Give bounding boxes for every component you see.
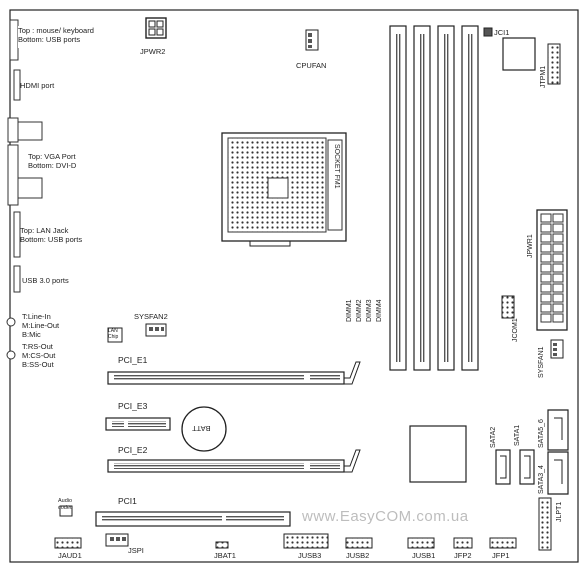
jfp2-header (453, 537, 473, 549)
jpwr2-label: JPWR2 (140, 47, 166, 56)
cmos-battery (181, 406, 227, 452)
jci1-label: JCI1 (494, 28, 510, 37)
sata1-label: SATA1 (514, 424, 521, 446)
dimm-slots (389, 25, 479, 371)
jusb1-header (407, 537, 435, 549)
jaud1-label: JAUD1 (58, 551, 82, 560)
sata34-label: SATA3_4 (538, 465, 545, 494)
jfp1-label: JFP1 (492, 551, 510, 560)
pci-e3-label: PCI_E3 (118, 401, 148, 411)
dimm1-label: DIMM1 (346, 299, 353, 322)
jtpm1-header (547, 43, 561, 85)
ps2-usb-label-box: Top : mouse/ keyboard Bottom: USB ports (18, 26, 106, 48)
jusb3-header (283, 533, 329, 549)
sata-connectors (495, 409, 569, 495)
pci1-label: PCI1 (118, 496, 137, 506)
jusb1-label: JUSB1 (412, 551, 436, 560)
pci-e1-slot (107, 361, 361, 385)
chipset (409, 425, 467, 483)
io-chip (502, 37, 536, 71)
hdmi-label: HDMI port (20, 81, 55, 90)
jtpm1-label: JTPM1 (540, 65, 547, 88)
sysfan1-label: SYSFAN1 (538, 346, 545, 378)
jfp2-label: JFP2 (454, 551, 472, 560)
jbat1-label: JBAT1 (214, 551, 236, 560)
cpufan-label: CPUFAN (296, 61, 327, 70)
audio-1-label: T:Line-In M:Line-Out B:Mic (22, 312, 60, 339)
vga-dvi-label: Top: VGA Port Bottom: DVI-D (28, 152, 77, 170)
pci-e2-slot (107, 449, 361, 473)
jusb2-header (345, 537, 373, 549)
pci1-slot (95, 511, 291, 527)
jlpt1-header (538, 497, 552, 551)
dvi-port (7, 144, 19, 206)
audio-codec-chip (59, 505, 73, 517)
jpwr1-label: JPWR1 (527, 234, 534, 258)
pci-e3-slot (105, 417, 171, 431)
dimm4-label: DIMM4 (376, 299, 383, 322)
audio-jack-2 (6, 350, 16, 360)
usb3-label: USB 3.0 ports (22, 276, 69, 285)
dimm3-label: DIMM3 (366, 299, 373, 322)
jusb2-label: JUSB2 (346, 551, 370, 560)
jfp1-header (489, 537, 517, 549)
socket-label: SOCKET FM1 (333, 144, 340, 189)
jcom1-header (501, 295, 515, 319)
dimm2-label: DIMM2 (356, 299, 363, 322)
board-outline (9, 9, 579, 563)
sysfan2-label: SYSFAN2 (134, 312, 168, 321)
jaud1-header (54, 537, 82, 549)
pci-e1-label: PCI_E1 (118, 355, 148, 365)
jusb3-label: JUSB3 (298, 551, 322, 560)
jspi-label: JSPI (128, 546, 144, 555)
audio-codec-label: Audio codec (58, 498, 73, 511)
jbat1-header (215, 541, 229, 549)
watermark: www.EasyCOM.com.ua (302, 508, 469, 525)
sata56-label: SATA5_6 (538, 419, 545, 448)
usb3-port (13, 265, 21, 293)
lan-chip (107, 327, 123, 343)
jci1-header (483, 27, 493, 37)
ps2-usb-label: Top : mouse/ keyboard Bottom: USB ports (18, 26, 94, 44)
audio-2-label: T:RS-Out M:CS-Out B:SS-Out (22, 342, 56, 369)
jcom1-label: JCOM1 (512, 318, 519, 342)
lan-port (13, 211, 21, 258)
battery-label: BATT (192, 424, 211, 433)
hdmi-port (13, 69, 21, 101)
vga-port (7, 117, 19, 143)
sata2-label: SATA2 (490, 426, 497, 448)
jlpt1-label: JLPT1 (556, 501, 563, 522)
audio-jack-1 (6, 317, 16, 327)
lan-chip-label: LAN Chip (108, 328, 119, 340)
ps2-usb-port (9, 19, 19, 61)
lan-usb-label: Top: LAN Jack Bottom: USB ports (20, 226, 83, 244)
pci-e2-label: PCI_E2 (118, 445, 148, 455)
